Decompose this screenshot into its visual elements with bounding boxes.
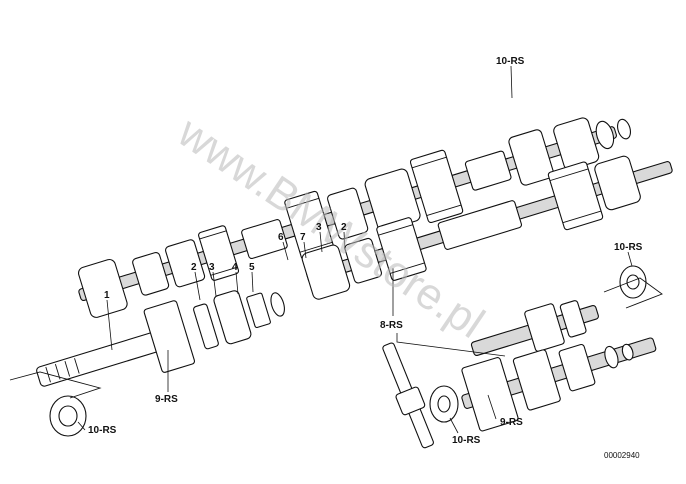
top-splines [464, 150, 512, 191]
top-gear-3 [409, 149, 464, 224]
top-ring-3 [327, 187, 369, 240]
top-sleeve-1 [241, 219, 288, 260]
middle-synchro-6 [301, 244, 351, 300]
part-labels: 1 2 3 4 5 6 7 3 2 8-RS 9-RS 9-RS 10-RS 1… [88, 56, 643, 446]
countershaft-assembly [470, 300, 599, 357]
input-bearing [9, 371, 102, 437]
label-part-10-rs-left: 10-RS [88, 425, 117, 436]
diagram-code: 00002940 [604, 451, 640, 460]
layshaft-gear-2 [512, 349, 561, 411]
middle-shaft-assembly [301, 155, 673, 300]
small-collar [559, 300, 587, 338]
label-part-2-right: 2 [341, 222, 347, 233]
top-hub-1 [77, 258, 128, 318]
layshaft-clip [621, 343, 634, 361]
synchro-hub-3 [213, 290, 252, 345]
leader-lines [77, 65, 633, 434]
top-gear-1 [198, 225, 240, 281]
label-part-2-left: 2 [191, 262, 197, 273]
circlip-5 [270, 292, 285, 317]
reverse-shaft [382, 342, 434, 449]
synchro-ring-2 [193, 303, 219, 350]
layshaft-gear-1 [461, 357, 519, 432]
layshaft-washer [604, 345, 619, 369]
top-nut [617, 118, 632, 140]
small-gear [524, 303, 565, 352]
top-ring-2 [165, 239, 206, 288]
label-part-10-rs-right: 10-RS [614, 242, 643, 253]
top-washer [595, 120, 615, 150]
label-part-6: 6 [278, 232, 284, 243]
input-shaft-assembly [36, 290, 285, 387]
input-gear [143, 300, 196, 373]
label-part-3-left: 3 [209, 262, 215, 273]
middle-gear-1 [376, 217, 427, 281]
middle-ring-3 [344, 237, 382, 284]
label-part-3-right: 3 [316, 222, 322, 233]
layshaft-cluster [461, 337, 657, 432]
middle-spline-section [437, 200, 523, 250]
top-shaft-assembly [77, 117, 632, 318]
right-bearing [603, 265, 663, 309]
middle-gear-2 [547, 161, 604, 231]
label-part-9-rs-right: 9-RS [500, 417, 523, 428]
needle-bearing-4 [246, 292, 271, 329]
middle-hub-end [594, 155, 641, 211]
top-flange [553, 117, 600, 171]
lower-bearing [429, 385, 459, 423]
label-part-10-rs-top: 10-RS [496, 56, 525, 67]
label-part-1: 1 [104, 290, 110, 301]
top-bearing [508, 129, 555, 186]
label-part-5: 5 [249, 262, 255, 273]
label-part-10-rs-bottom: 10-RS [452, 435, 481, 446]
label-part-9-rs-left: 9-RS [155, 394, 178, 405]
layshaft-gear-3 [558, 343, 596, 392]
label-part-8-rs: 8-RS [380, 320, 403, 331]
label-part-7: 7 [300, 232, 306, 243]
top-ring-1 [132, 252, 170, 296]
label-part-4: 4 [232, 262, 238, 273]
